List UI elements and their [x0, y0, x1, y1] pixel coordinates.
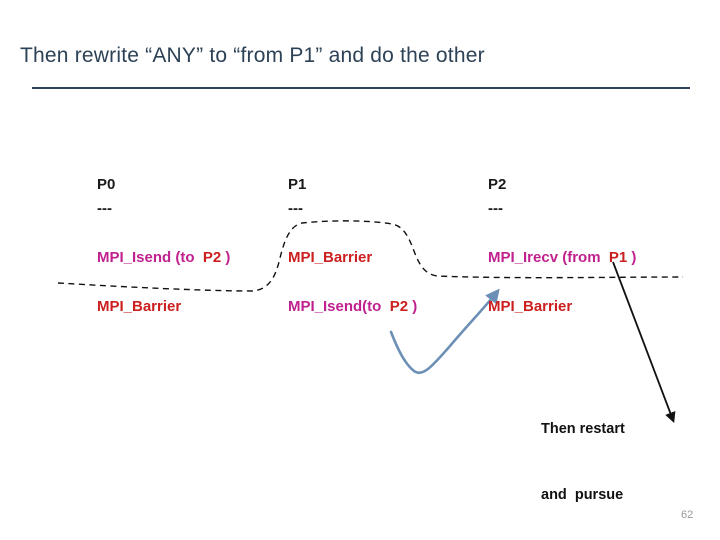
mpi-call-close: )	[408, 298, 418, 315]
code-line: MPI_Barrier	[488, 298, 572, 315]
process-dashes: ---	[288, 200, 303, 217]
mpi-call-close: )	[627, 249, 637, 266]
mpi-call-text: MPI_Irecv (from	[488, 249, 609, 266]
slide-number: 62	[681, 509, 694, 521]
process-dashes: ---	[97, 200, 112, 217]
code-line: MPI_Isend (to P2 )	[97, 249, 230, 266]
page-title: Then rewrite “ANY” to “from P1” and do t…	[20, 44, 485, 67]
code-line: MPI_Isend(to P2 )	[288, 298, 417, 315]
mpi-arg-text: P1	[608, 249, 628, 266]
mpi-call-close: )	[221, 249, 231, 266]
code-line: MPI_Barrier	[288, 249, 372, 266]
mpi-arg-text: MPI_Barrier	[488, 298, 573, 315]
mpi-arg-text: MPI_Barrier	[97, 298, 182, 315]
process-label: P1	[288, 176, 307, 193]
mpi-arg-text: MPI_Barrier	[288, 249, 373, 266]
process-label: P2	[488, 176, 507, 193]
mpi-arg-text: P2	[389, 298, 409, 315]
restart-note-line: and pursue	[541, 487, 624, 503]
mpi-call-text: MPI_Isend (to	[97, 249, 203, 266]
title-underline	[32, 87, 690, 90]
restart-note-line: Then restart	[541, 421, 625, 437]
process-label: P0	[97, 176, 116, 193]
mpi-call-text: MPI_Isend(to	[288, 298, 390, 315]
restart-note: Then restart and pursue this interleavin…	[541, 374, 652, 540]
code-line: MPI_Irecv (from P1 )	[488, 249, 636, 266]
code-line: MPI_Barrier	[97, 298, 181, 315]
process-dashes: ---	[488, 200, 503, 217]
mpi-arg-text: P2	[202, 249, 222, 266]
